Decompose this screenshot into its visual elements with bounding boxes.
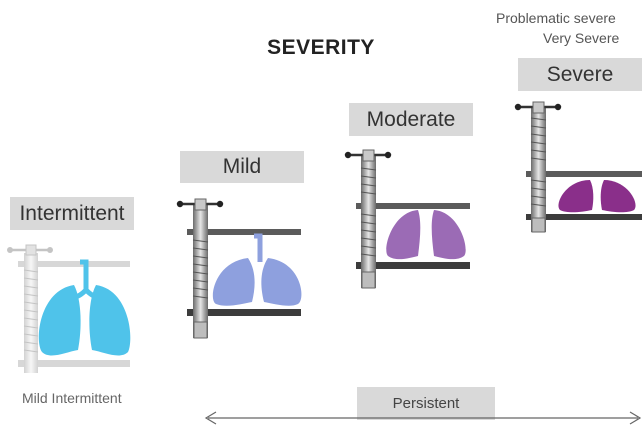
clamp-mild [176,198,301,339]
lungs-mild [212,233,302,306]
very-severe-note: Very Severe [543,30,620,46]
clamp-severe [514,101,642,233]
diagram-title: SEVERITY [267,36,375,59]
clamp-moderate [344,149,470,289]
level-label-moderate: Moderate [349,103,473,136]
problematic-severe-note: Problematic severe [496,10,616,26]
lungs-severe [558,180,636,213]
level-label-intermittent: Intermittent [10,197,134,230]
mild-intermittent-note: Mild Intermittent [22,390,122,406]
level-label-mild: Mild [180,151,304,183]
persistent-arrow [204,411,642,425]
lungs-intermittent [38,259,131,356]
level-label-severe: Severe [518,58,642,91]
clamp-intermittent [7,244,130,373]
lungs-moderate [386,210,466,260]
persistent-label: Persistent [357,387,495,420]
